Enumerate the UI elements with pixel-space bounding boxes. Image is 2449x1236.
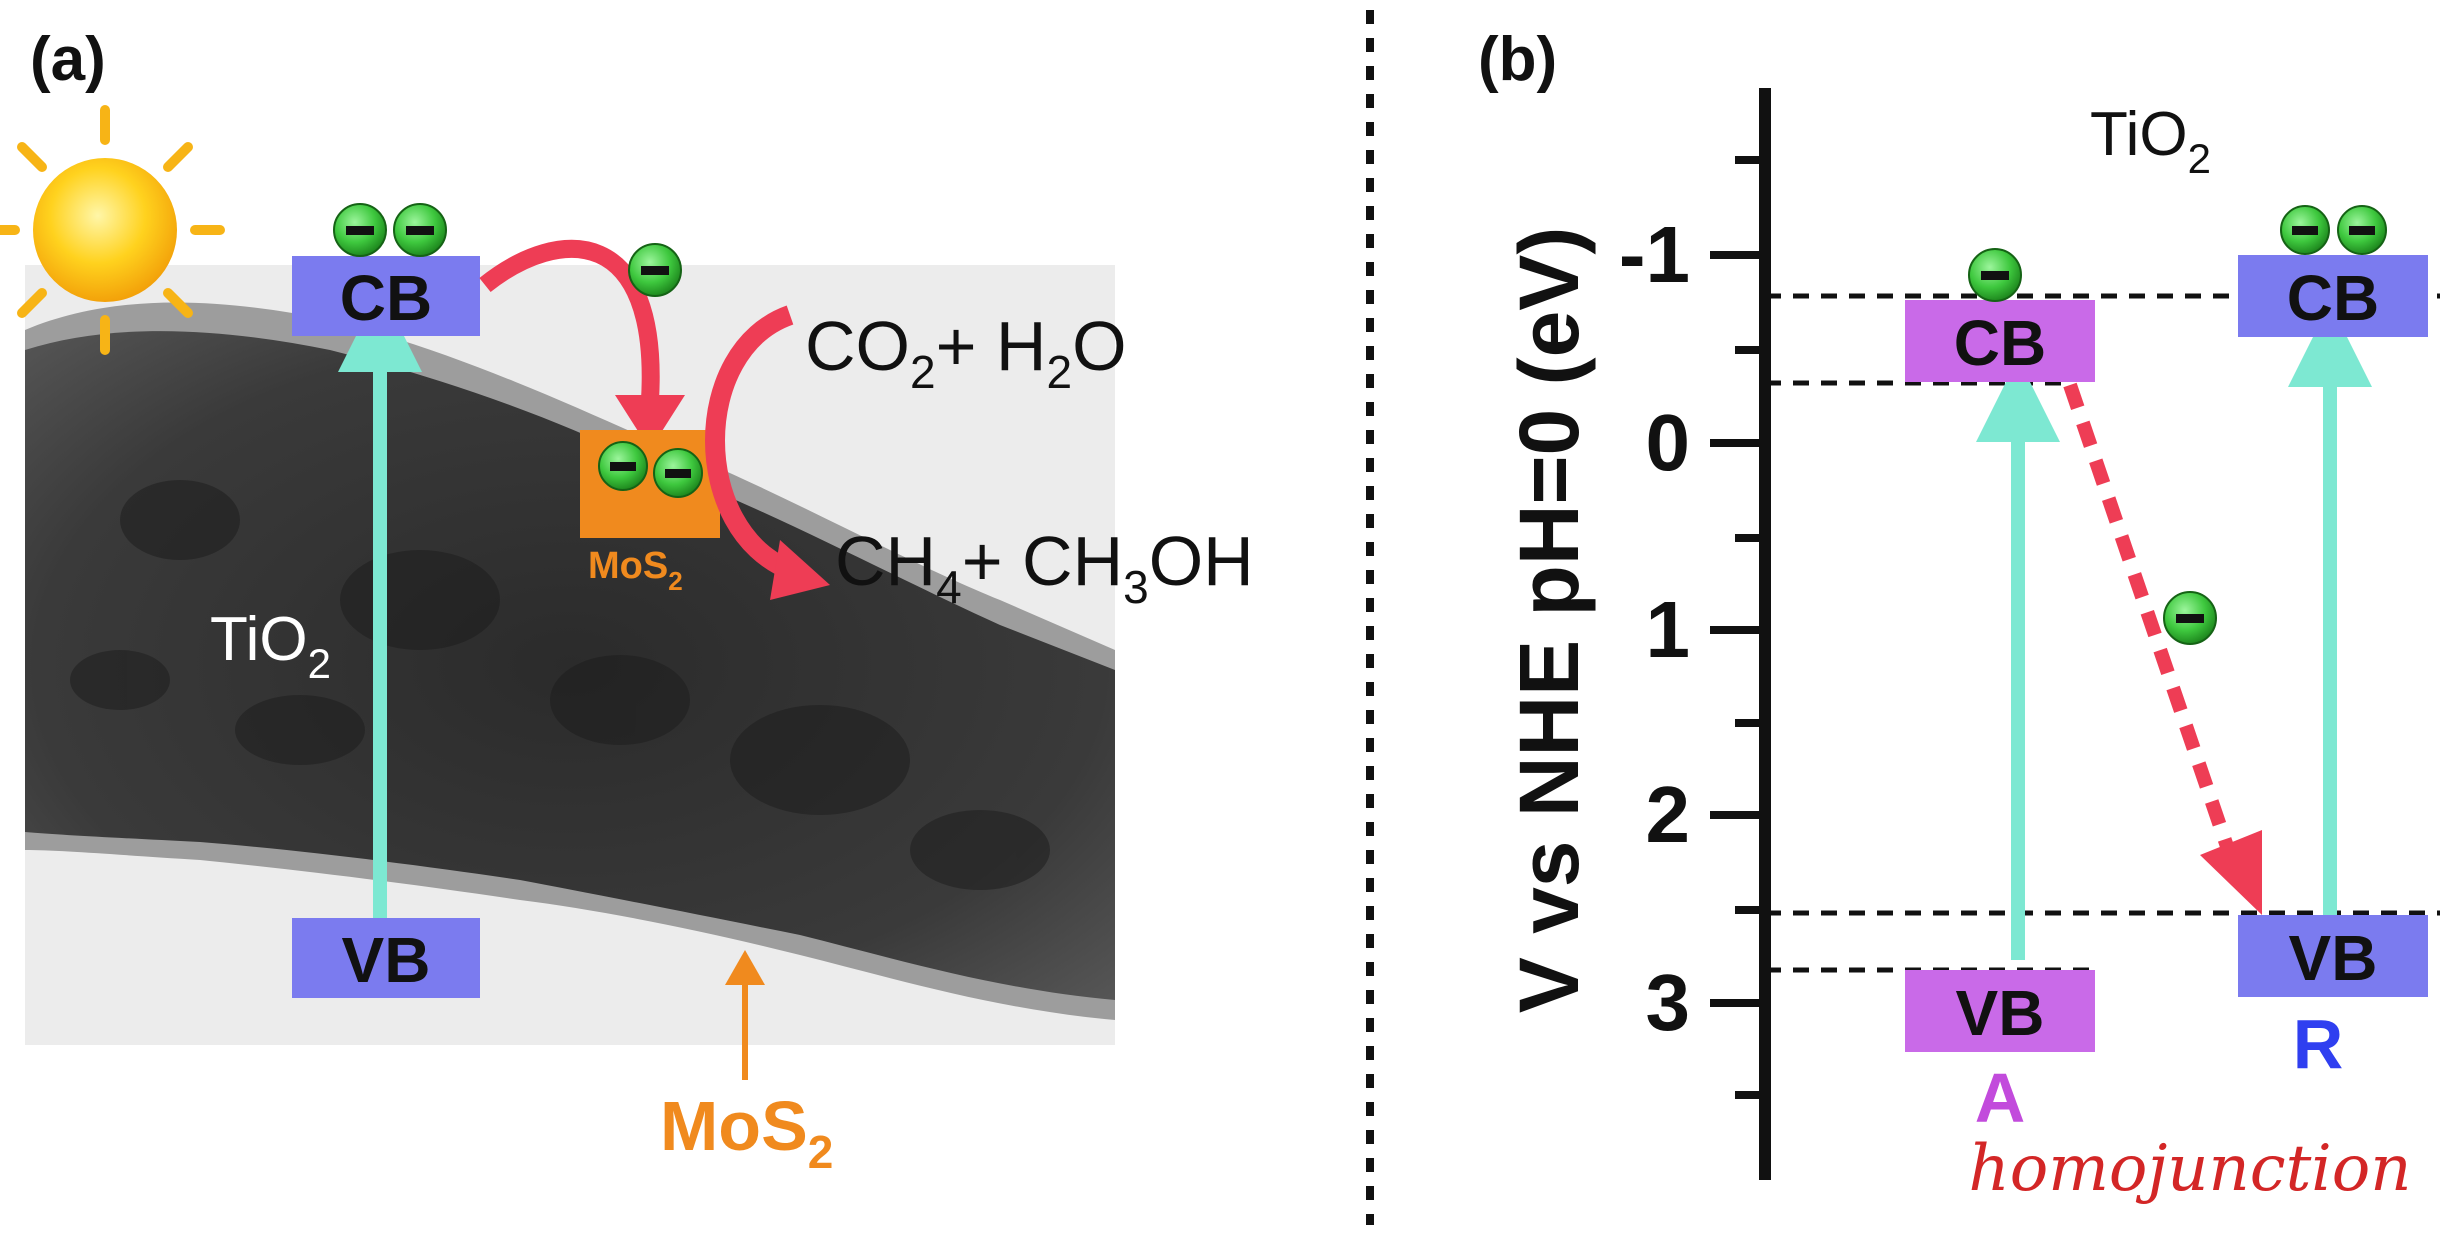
mos2-big-label: MoS2 (660, 1087, 833, 1178)
tick-label: -1 (1619, 210, 1690, 299)
panel-a-label: (a) (30, 25, 106, 94)
anatase-vb-label: VB (1956, 977, 2045, 1049)
tio2-vb-label: VB (342, 924, 431, 996)
electron-icon (598, 441, 648, 491)
electron-icon (2280, 205, 2330, 255)
rutile-name: R (2293, 1005, 2344, 1083)
electron-transfer-arrowhead (615, 395, 685, 450)
tio2-vb-box: VB (292, 918, 480, 998)
anatase-cb-box (1905, 300, 2095, 382)
rutile-cb-box (2238, 255, 2428, 337)
panel-b-label: (b) (1478, 25, 1557, 94)
mos2-electrons (598, 441, 703, 498)
rutile-vb-box (2238, 915, 2428, 997)
axis-title: V vs NHE pH=0 (eV) (1502, 227, 1596, 1014)
rutile-cb-label: CB (2287, 262, 2379, 334)
level-guide-lines (1765, 293, 2440, 973)
homojunction-label: homojunction (1968, 1132, 2411, 1206)
electron-icon (2163, 591, 2217, 645)
tick-labels: -1 0 1 2 3 (1619, 210, 1690, 1047)
tick-label: 2 (1646, 770, 1691, 859)
rutile-cb-electrons (2280, 205, 2387, 255)
tio2-nanorod (25, 331, 1115, 1000)
panel-b: (b) V vs NHE pH=0 (eV) -1 0 1 2 3 (1478, 25, 2440, 1206)
axis-ticks (1710, 156, 1765, 1099)
anatase-name: A (1975, 1059, 2026, 1137)
reactants-label: CO2+ H2O (805, 307, 1127, 398)
tick-label: 3 (1646, 958, 1691, 1047)
tio2-label-b: TiO2 (2090, 100, 2211, 182)
tick-label: 1 (1646, 585, 1691, 674)
panel-a: (a) CB VB TiO2 (0, 25, 1254, 1178)
anatase-vb-box (1905, 970, 2095, 1052)
anatase-band: CB VB A (1905, 248, 2095, 1137)
cb-electrons (333, 203, 447, 257)
reaction-arrowhead (770, 540, 830, 600)
electron-icon (333, 203, 387, 257)
electron-icon (653, 448, 703, 498)
rutile-vb-label: VB (2289, 922, 2378, 994)
mos2-small-label: MoS2 (588, 545, 683, 596)
interband-transfer-arrowhead (2200, 830, 2262, 915)
electron-icon (2337, 205, 2387, 255)
tio2-cb-label: CB (340, 262, 432, 334)
electron-transfer-arrow (479, 239, 660, 401)
reaction-arrow (705, 305, 795, 580)
interband-transfer-arrow (2063, 382, 2242, 873)
mos2-pointer-arrowhead (725, 950, 765, 985)
tick-label: 0 (1646, 398, 1691, 487)
electron-icon (393, 203, 447, 257)
electron-icon (628, 243, 682, 297)
tio2-cb-box: CB (292, 256, 480, 336)
sun-icon (0, 105, 225, 355)
electron-icon (1968, 248, 2022, 302)
tio2-label-a: TiO2 (210, 605, 331, 687)
rutile-band: CB VB R (2238, 205, 2428, 1083)
anatase-cb-label: CB (1954, 307, 2046, 379)
products-label: CH4+ CH3OH (835, 522, 1254, 613)
